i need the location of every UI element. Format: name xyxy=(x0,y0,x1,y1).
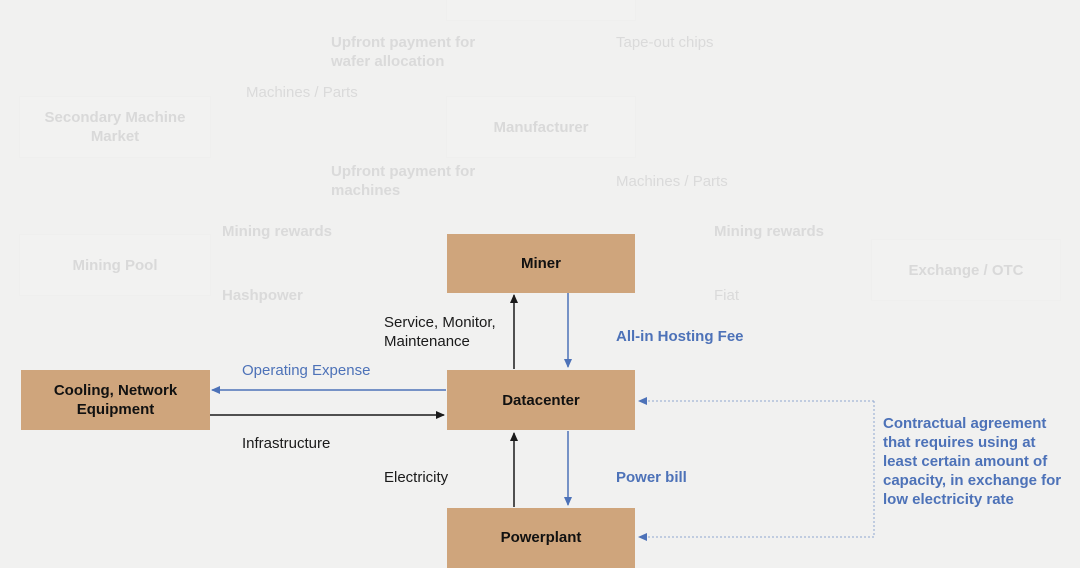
label-tapeout-chips: Tape-out chips xyxy=(616,34,714,51)
node-exchange-otc: Exchange / OTC xyxy=(872,240,1060,300)
label-mining-rewards-left: Mining rewards xyxy=(222,223,333,240)
label-upfront-machines: Upfront payment for machines xyxy=(331,163,476,199)
label-service-monitor-maintenance: Service, Monitor, Maintenance xyxy=(384,314,496,350)
node-datacenter-label: Datacenter xyxy=(502,391,580,409)
label-fiat: Fiat xyxy=(714,287,740,304)
contract-note: Contractual agreement that requires usin… xyxy=(883,415,1062,508)
node-exchange-otc-label: Exchange / OTC xyxy=(908,261,1024,279)
node-miner-label: Miner xyxy=(520,255,561,272)
label-mining-rewards-right: Mining rewards xyxy=(714,223,825,240)
node-powerplant-label: Powerplant xyxy=(500,529,582,546)
label-power-bill: Power bill xyxy=(616,469,687,486)
label-operating-expense: Operating Expense xyxy=(242,362,371,379)
label-electricity: Electricity xyxy=(384,469,449,486)
node-cooling-network-equipment: Cooling, Network Equipment xyxy=(21,370,210,430)
label-hashpower: Hashpower xyxy=(222,287,303,304)
node-mining-pool-label: Mining Pool xyxy=(72,256,158,274)
node-secondary-machine-market: Secondary Machine Market xyxy=(20,97,210,157)
label-all-in-hosting-fee: All-in Hosting Fee xyxy=(616,328,744,345)
node-cooling-network-equipment-label: Cooling, Network Equipment xyxy=(53,382,178,418)
node-manufacturer-label: Manufacturer xyxy=(493,118,589,136)
node-miner: Miner xyxy=(447,234,635,293)
label-machines-parts-right: Machines / Parts xyxy=(616,173,728,190)
label-infrastructure: Infrastructure xyxy=(242,435,331,452)
node-manufacturer: Manufacturer xyxy=(447,97,635,157)
label-upfront-wafer: Upfront payment for wafer allocation xyxy=(331,34,476,70)
node-powerplant: Powerplant xyxy=(447,508,635,568)
node-datacenter: Datacenter xyxy=(447,370,635,430)
node-secondary-machine-market-label: Secondary Machine Market xyxy=(44,109,186,145)
connector-layer xyxy=(210,293,875,541)
node-mining-pool: Mining Pool xyxy=(20,235,210,295)
label-machines-parts-left: Machines / Parts xyxy=(246,84,358,101)
faded-top-box xyxy=(447,0,635,20)
